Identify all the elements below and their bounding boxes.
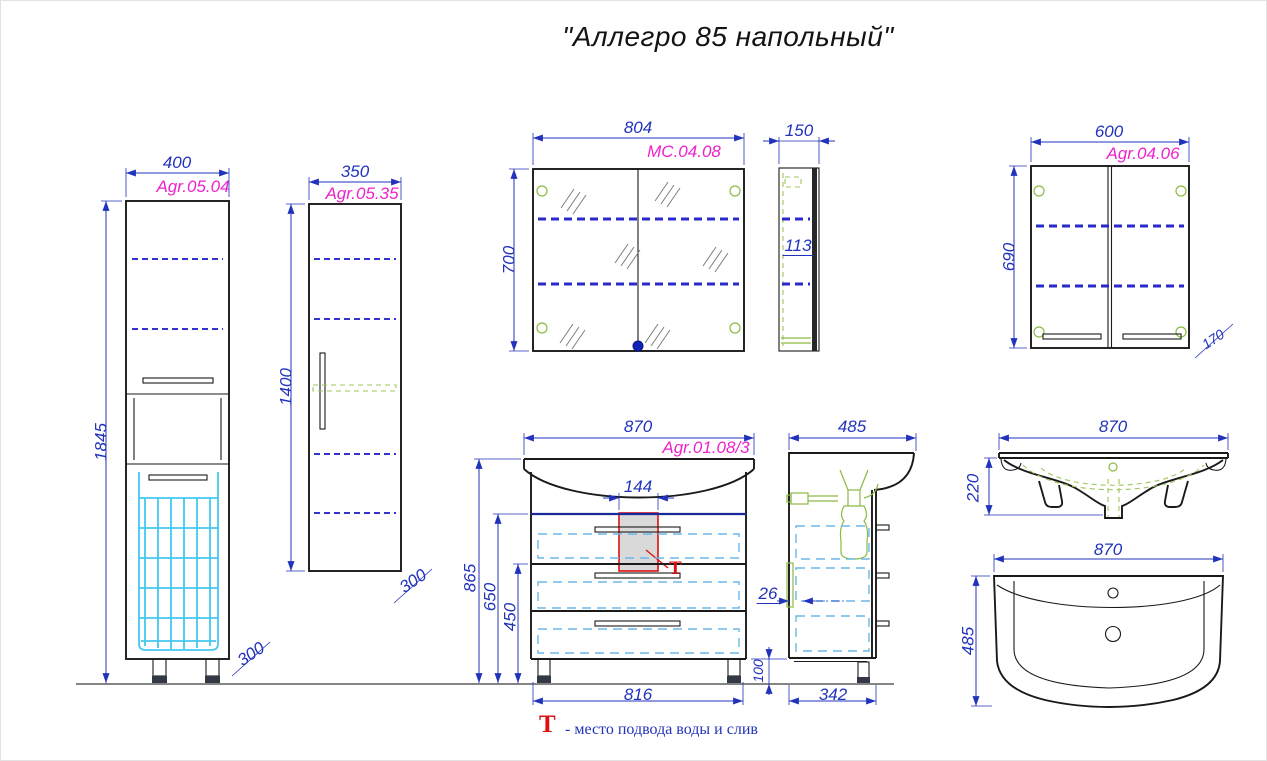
leg-foot [727,676,741,683]
wall-cabinet-handle-left [1042,333,1102,340]
mirror-cabinet-height-dim: 700 [499,245,519,275]
drawer-handle [594,620,681,627]
siphon-and-plumbing [786,469,879,608]
vanity-side-gap-dim: 26 [756,584,780,604]
legend-symbol: Т [539,711,556,738]
handle-profile [875,620,890,627]
wall-cabinet-width-dim: 600 [1094,122,1124,141]
wall-cabinet-view [1009,137,1234,359]
drain-hole [1104,625,1122,643]
depth-slash [231,641,271,677]
handle-profile [875,524,890,531]
tall-cabinet-height-dim: 1845 [91,423,111,461]
bowl-outline-hidden [1022,464,1205,517]
column-cabinet-shelves-dashed [314,257,396,515]
wall-cabinet-label: Agr.04.06 [1106,144,1180,163]
depth-slash [1194,323,1234,359]
mirror-hatch-marks [559,181,729,350]
vanity-side-bottom-dim: 342 [818,685,848,704]
wall-cabinet-shelves-dashed [1036,224,1184,288]
mirror-cabinet-view [509,133,745,352]
sink-front-height-dim: 220 [963,473,983,503]
sink-plan-depth-dim: 485 [958,626,978,656]
vanity-width-dim: 870 [623,417,653,436]
sink-plan-width-dim: 870 [1093,540,1123,559]
sheet-title: "Аллегро 85 напольный" [562,21,894,52]
tall-cabinet-shelves-dashed [132,257,223,331]
vanity-height-650-dim: 650 [480,582,500,612]
sink-front-view [984,433,1229,519]
vanity-side-depth-dim: 485 [837,417,867,436]
faucet-hole [1107,587,1119,599]
leg-foot [152,676,167,683]
mirror-side-depth-dim: 113 [782,236,814,256]
mirror-side-width-dim: 150 [784,121,814,140]
vanity-body-width-dim: 816 [623,685,653,704]
drawer-handle [594,572,681,579]
column-cabinet-view [286,177,433,604]
drawer-dashed [537,628,740,654]
vanity-side-view [777,433,917,705]
wall-cabinet-height-dim: 690 [999,242,1019,272]
drawer-dashed [795,525,870,560]
tall-cabinet-width-dim: 400 [162,153,192,172]
sink-front-width-dim: 870 [1098,417,1128,436]
drawer-dashed [795,615,870,652]
drawer-dashed [795,567,870,602]
column-cabinet-width-dim: 350 [340,162,370,181]
vanity-cutout-dim: 144 [623,477,653,496]
mirror-door-edge [812,168,817,351]
cutout-leader [645,549,669,569]
leg-foot [857,677,870,683]
wall-cabinet-handle-right [1122,333,1182,340]
mirror-cabinet-knob [632,340,644,352]
water-supply-cutout [618,512,659,572]
laundry-basket [138,472,219,651]
tall-cabinet-door-handle [142,377,214,384]
mirror-cabinet-side-view [763,137,835,352]
leg-foot [205,676,220,683]
depth-slash [393,568,433,604]
column-cabinet-height-dim: 1400 [276,368,296,406]
column-cabinet-green-shelf [312,384,397,392]
sink-plan-view [971,554,1224,708]
sink-silhouette [523,458,755,499]
drawer-dashed [537,533,740,559]
hinge-marks [1033,185,1187,338]
drawer-handle [594,526,681,533]
tall-cabinet-label: Agr.05.04 [156,177,230,196]
hinge-marks [536,185,741,334]
mirror-cabinet-width-dim: 804 [623,118,653,137]
tall-cabinet-basket-handle [148,474,208,481]
leg-foot [537,676,551,683]
legend-text: - место подвода воды и слив [565,721,758,738]
handle-profile [875,572,890,579]
vanity-label: Agr.01.08/3 [662,438,750,457]
column-cabinet-label: Agr.05.35 [325,184,399,203]
vanity-leg-height-dim: 100 [750,659,766,683]
tall-cabinet-view [101,168,271,683]
water-supply-marker: Т [669,558,682,579]
vanity-height-total-dim: 865 [460,563,480,593]
mirror-cabinet-shelves-dashed [538,217,739,286]
vanity-front-view [474,433,787,705]
drawer-dashed [537,581,740,609]
mirror-cabinet-label: MC.04.08 [647,142,721,161]
overflow-hole [1108,462,1118,472]
vanity-height-450-dim: 450 [500,602,520,632]
